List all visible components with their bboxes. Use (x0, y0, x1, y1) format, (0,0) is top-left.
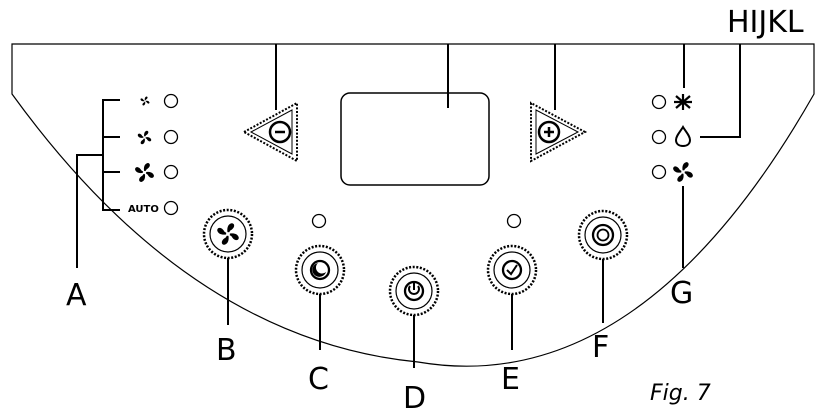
fan-speed-auto-label: AUTO (128, 204, 159, 215)
callout-f: F (592, 330, 609, 365)
fan-speed-low-led (163, 93, 179, 109)
callout-d: D (403, 381, 426, 415)
callout-a-bracket (76, 99, 120, 268)
fan-speed-high-icon (135, 163, 154, 182)
mode-button[interactable] (577, 209, 629, 261)
power-icon (403, 280, 425, 302)
fan-speed-medium-icon (137, 130, 152, 145)
callout-g: G (670, 276, 693, 311)
callout-e: E (501, 362, 520, 397)
power-button[interactable] (388, 265, 440, 317)
sleep-indicator-led (311, 213, 327, 229)
fan-speed-auto-led (163, 200, 179, 216)
cycle-icon (591, 223, 615, 247)
cool-mode-led (651, 94, 667, 110)
fan-speed-indicators: AUTO (128, 93, 179, 216)
plus-icon (537, 120, 561, 144)
sleep-button[interactable] (294, 244, 346, 296)
figure-caption: Fig. 7 (650, 381, 711, 406)
plus-button[interactable] (530, 101, 588, 163)
fan-mode-led (651, 164, 667, 180)
timer-button[interactable] (486, 244, 538, 296)
timer-indicator-led (506, 213, 522, 229)
clock-icon (501, 259, 523, 281)
callout-c: C (308, 362, 329, 397)
callout-hijkl: HIJKL (727, 5, 804, 40)
fan-speed-low-icon (140, 96, 150, 106)
moon-icon (309, 259, 331, 281)
minus-button[interactable] (241, 101, 298, 163)
panel-outline (11, 43, 815, 367)
mode-indicators (651, 94, 693, 182)
fan-mode-icon (673, 162, 693, 182)
callout-b: B (216, 333, 237, 368)
callout-hijkl-leader (700, 44, 741, 138)
snowflake-icon (674, 94, 692, 110)
callout-a: A (66, 278, 87, 313)
fan-speed-high-led (163, 164, 179, 180)
fan-button[interactable] (202, 208, 254, 260)
droplet-icon (674, 125, 692, 148)
dehumidify-mode-led (651, 129, 667, 145)
display-screen (340, 92, 490, 186)
minus-icon (268, 120, 292, 144)
top-leader-lines (275, 44, 685, 110)
fan-speed-medium-led (163, 129, 179, 145)
